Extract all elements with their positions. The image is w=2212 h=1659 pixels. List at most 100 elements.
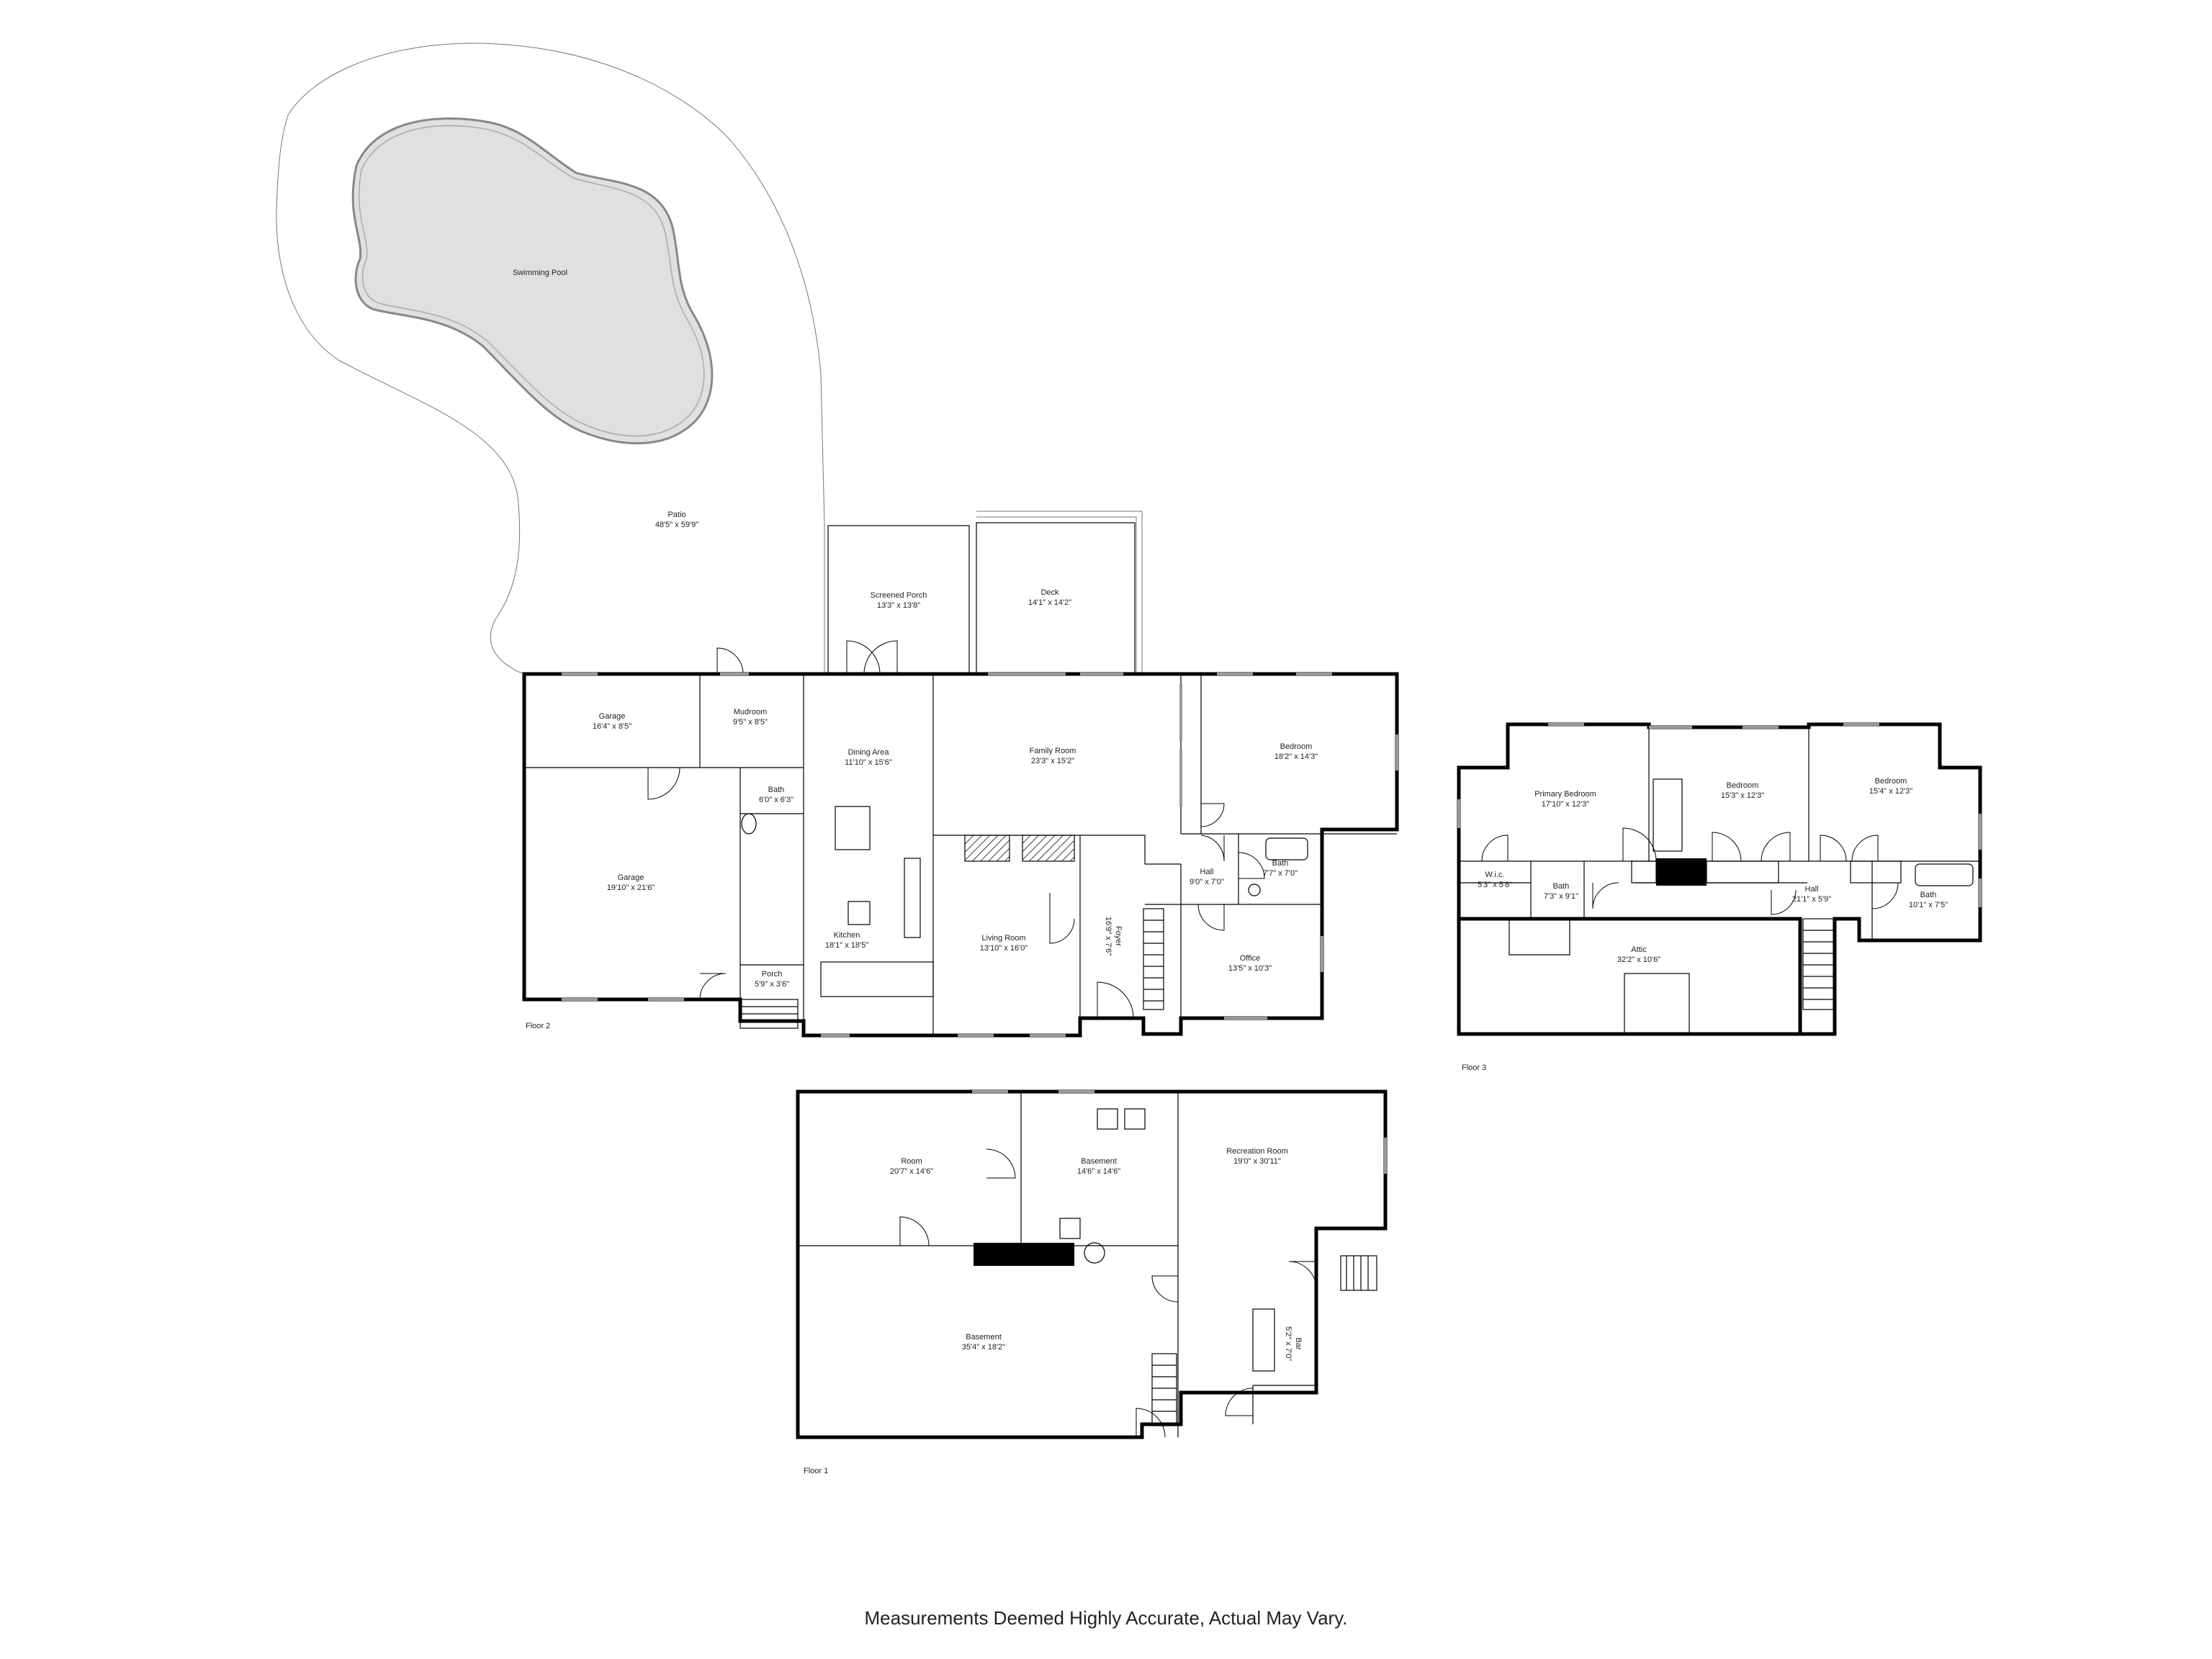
recreation-size: 19'0" x 30'11" [1233, 1157, 1281, 1166]
bath-f3a-label: Bath [1553, 882, 1570, 891]
floor-labels: Floor 2 Floor 3 Floor 1 [526, 1022, 1486, 1475]
bath-door[interactable] [1238, 852, 1265, 879]
porch-size: 5'9" x 3'6" [755, 980, 789, 989]
chimney [1656, 858, 1707, 886]
floor-3-doors[interactable] [1481, 827, 1899, 915]
bar-label-group: Bar 5'2" x 7'0" [1284, 1326, 1303, 1361]
hall-f2-label: Hall [1200, 868, 1214, 876]
utility-box [1059, 1218, 1081, 1239]
dining-label: Dining Area [848, 748, 890, 757]
room-f1-size: 20'7" x 14'6" [890, 1167, 933, 1176]
patio-label: Patio [667, 511, 685, 519]
mudroom-size: 9'5" x 8'5" [733, 718, 768, 727]
living-room-door[interactable] [1049, 893, 1075, 944]
floor-1-label: Floor 1 [804, 1467, 828, 1475]
recreation-label: Recreation Room [1226, 1147, 1288, 1156]
garage-small-size: 16'4" x 8'5" [593, 722, 631, 731]
attic-size: 32'2" x 10'6" [1617, 956, 1660, 964]
bar-counter [1252, 1308, 1275, 1372]
foyer-entry-door[interactable] [1097, 981, 1134, 1019]
family-label: Family Room [1030, 747, 1076, 755]
kitchen-size: 18'1" x 18'5" [825, 941, 868, 950]
bath-f2b-label: Bath [1272, 859, 1289, 868]
appliance-box-2 [1124, 1108, 1146, 1130]
attic-label: Attic [1631, 945, 1647, 954]
bedroom-f3b-label: Bedroom [1875, 777, 1907, 786]
office-size: 13'5" x 10'3" [1228, 964, 1272, 973]
kitchen-counter [904, 858, 921, 938]
sink-fixture [1248, 884, 1261, 896]
primary-bedroom-label: Primary Bedroom [1534, 790, 1596, 799]
floor-3-plan [1457, 722, 1982, 1036]
garage-small-label: Garage [599, 712, 626, 721]
basement-large-label: Basement [966, 1333, 1002, 1341]
toilet-fixture [741, 813, 757, 835]
bedroom-f2-label: Bedroom [1280, 742, 1313, 751]
basement-small-size: 14'6" x 14'6" [1077, 1167, 1120, 1176]
garage-large-label: Garage [618, 873, 644, 882]
bath-f3a-size: 7'3" x 9'1" [1544, 892, 1578, 901]
hall-closet [1706, 860, 1779, 884]
bedroom-closet [1850, 860, 1902, 884]
closet-box [1631, 860, 1657, 884]
hall-f3-label: Hall [1805, 885, 1819, 894]
bedroom-f2-size: 18'2" x 14'3" [1274, 752, 1318, 761]
kitchen-label: Kitchen [834, 931, 860, 940]
patio-area [276, 42, 825, 674]
screened-porch-door[interactable] [846, 640, 898, 675]
office-label: Office [1240, 954, 1261, 963]
floor-3-outer-wall [1457, 722, 1982, 1036]
kitchen-sink [848, 901, 871, 925]
living-size: 13'10" x 16'0" [980, 944, 1028, 953]
patio-size: 48'5" x 59'9" [655, 521, 698, 529]
floor-1-plan [796, 1089, 1388, 1439]
hall-door[interactable] [1200, 835, 1225, 862]
fireplace-hatch-right [1022, 835, 1074, 861]
floor-1-outer-wall [796, 1089, 1388, 1439]
bedroom-door[interactable] [1200, 803, 1225, 827]
hall-f2-size: 9'0" x 7'0" [1190, 878, 1224, 886]
dining-size: 11'10" x 15'6" [845, 758, 892, 767]
porch-door[interactable] [699, 973, 727, 1000]
bathtub-f3 [1915, 863, 1974, 886]
hall-f3-size: 21'1" x 5'9" [1792, 895, 1831, 904]
bar-label: Bar [1294, 1337, 1303, 1349]
basement-stairs [1151, 1353, 1177, 1426]
screened-porch-walls [827, 525, 970, 675]
room-f1-label: Room [901, 1157, 922, 1166]
family-size: 23'3" x 15'2" [1031, 757, 1074, 765]
floor-3-label: Floor 3 [1462, 1064, 1486, 1072]
wic-label: W.i.c. [1485, 871, 1505, 879]
foyer-label: Foyer [1114, 926, 1123, 946]
garage-door[interactable] [647, 767, 680, 800]
bar-size: 5'2" x 7'0" [1284, 1326, 1292, 1361]
floor-2-plan [522, 511, 1399, 1038]
foyer-size: 16'9" x 7'6" [1104, 917, 1112, 956]
bedroom-f3a-size: 15'3" x 12'3" [1721, 791, 1764, 800]
floor-3-stairs [1802, 918, 1834, 1010]
floor-2-label: Floor 2 [526, 1022, 550, 1030]
bath-f3b-label: Bath [1920, 891, 1937, 899]
deck-label: Deck [1040, 588, 1059, 597]
exterior-stairs [1340, 1255, 1377, 1291]
bath-f2b-size: 7'7" x 7'0" [1263, 869, 1298, 878]
foyer-label-group: Foyer 16'9" x 7'6" [1104, 917, 1123, 956]
chimney-base [974, 1243, 1074, 1266]
kitchen-counter-south [820, 961, 934, 997]
bedroom-f3a-label: Bedroom [1727, 781, 1759, 790]
fireplace-hatch [965, 835, 1010, 861]
garage-large-size: 19'10" x 21'6" [607, 884, 655, 892]
living-label: Living Room [981, 934, 1025, 943]
porch-label: Porch [762, 970, 783, 979]
pool-label: Swimming Pool [513, 269, 567, 277]
office-door[interactable] [1197, 904, 1225, 931]
primary-bedroom-size: 17'10" x 12'3" [1542, 800, 1590, 809]
floor-1-doors[interactable] [899, 1148, 1317, 1438]
foyer-stairs [1143, 908, 1164, 1010]
mudroom-exterior-door[interactable] [716, 647, 744, 675]
bedroom-f3b-size: 15'4" x 12'3" [1869, 787, 1912, 796]
screened-porch-label: Screened Porch [871, 591, 927, 600]
room-labels: Swimming Pool Patio 48'5" x 59'9" Screen… [513, 269, 1948, 1361]
attic-wall [1457, 919, 1800, 1036]
